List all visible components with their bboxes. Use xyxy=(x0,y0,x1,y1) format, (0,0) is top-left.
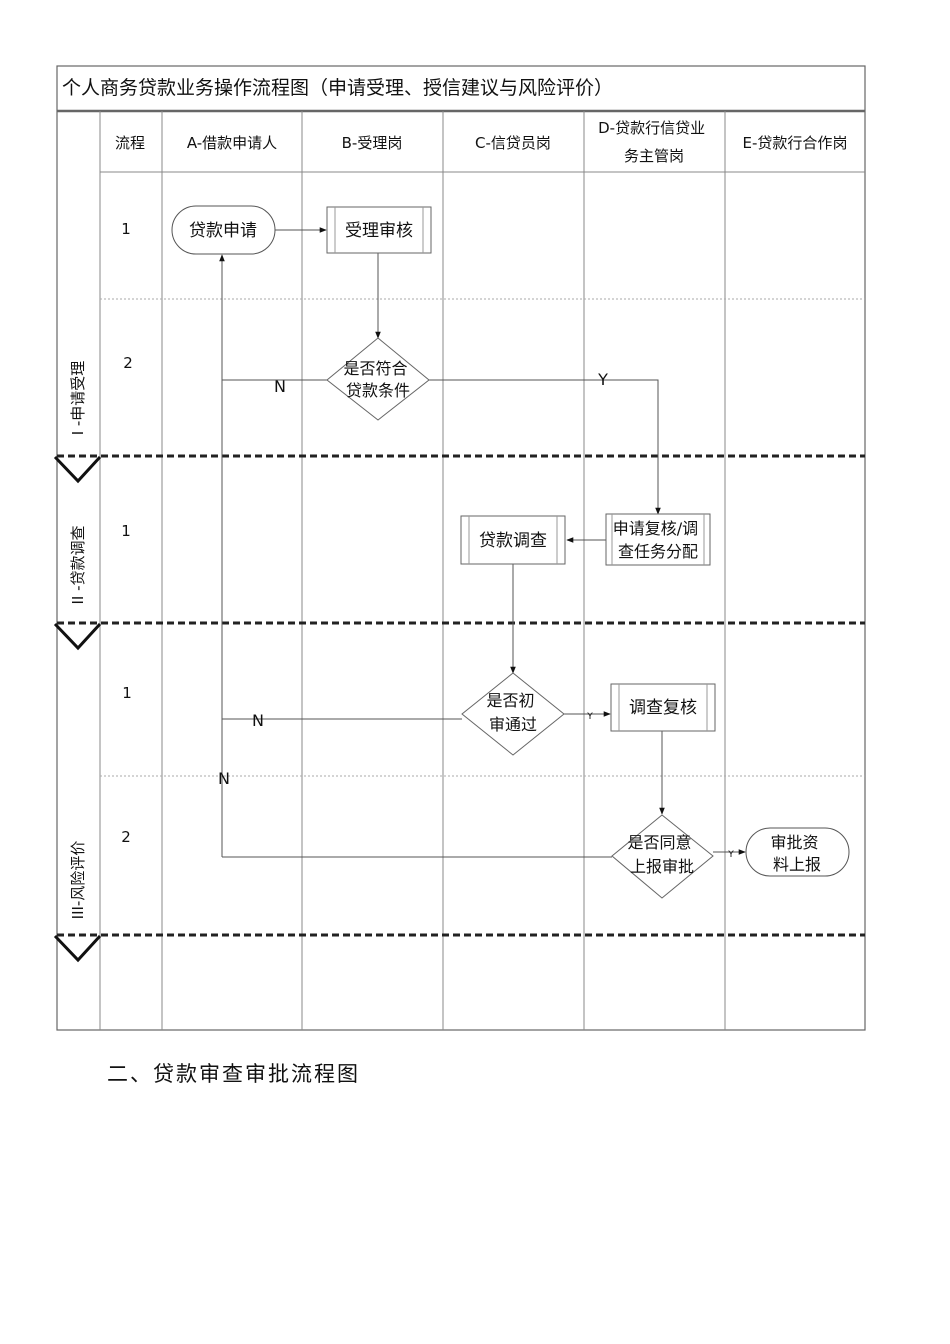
header-lane-c: C-信贷员岗 xyxy=(475,134,551,152)
step-number: 1 xyxy=(121,220,131,238)
svg-text:是否符合 贷款条件: 是否符合 贷款条件 xyxy=(343,359,412,400)
step-number: 2 xyxy=(121,828,131,846)
phase-label-1: I -申请受理 xyxy=(69,361,87,436)
header-lane-a: A-借款申请人 xyxy=(187,134,277,152)
phase-chevron xyxy=(53,455,102,484)
edge-label-y: Y xyxy=(727,850,734,860)
node-review-assign: 申请复核/调 查任务分配 xyxy=(605,513,711,566)
step-number: 1 xyxy=(121,522,131,540)
edge-label-n: N xyxy=(252,711,264,730)
edge-label-y: Y xyxy=(586,712,593,722)
table-frame xyxy=(56,65,866,1031)
header-step: 流程 xyxy=(115,134,145,152)
svg-text:审批资 料上报: 审批资 料上报 xyxy=(770,833,823,874)
edge-label-n: N xyxy=(274,377,286,396)
svg-text:受理审核: 受理审核 xyxy=(345,221,413,241)
header-lane-d: D-贷款行信贷业 务主管岗 xyxy=(598,119,710,165)
node-meets-conditions: 是否符合 贷款条件 xyxy=(326,337,430,421)
header-lane-b: B-受理岗 xyxy=(342,134,403,152)
svg-text:是否初 审通过: 是否初 审通过 xyxy=(486,691,539,734)
header-lane-e: E-贷款行合作岗 xyxy=(743,134,848,152)
phase-label-2: II -贷款调查 xyxy=(69,525,87,604)
svg-text:是否同意 上报审批: 是否同意 上报审批 xyxy=(627,833,696,876)
phase-chevron xyxy=(53,622,102,651)
node-apply: 贷款申请 xyxy=(171,205,276,255)
svg-text:贷款申请: 贷款申请 xyxy=(189,221,257,241)
node-accept-review: 受理审核 xyxy=(326,206,432,254)
node-investigation: 贷款调查 xyxy=(460,515,566,565)
svg-text:申请复核/调 查任务分配: 申请复核/调 查任务分配 xyxy=(613,519,704,561)
step-number: 2 xyxy=(123,354,133,372)
phase-chevron xyxy=(53,934,102,963)
diagram-title: 个人商务贷款业务操作流程图（申请受理、授信建议与风险评价） xyxy=(62,77,613,99)
node-agree-report: 是否同意 上报审批 xyxy=(611,814,714,899)
node-initial-pass: 是否初 审通过 xyxy=(461,672,565,756)
svg-text:调查复核: 调查复核 xyxy=(629,698,697,718)
edge-label-n: N xyxy=(218,769,230,788)
step-number: 1 xyxy=(122,684,132,702)
node-report-materials: 审批资 料上报 xyxy=(745,827,850,877)
section-caption: 二、贷款审查审批流程图 xyxy=(107,1062,360,1086)
phase-label-3: III-风险评价 xyxy=(69,841,87,920)
svg-text:贷款调查: 贷款调查 xyxy=(479,531,547,551)
node-investigation-review: 调查复核 xyxy=(610,683,716,732)
flowchart: 个人商务贷款业务操作流程图（申请受理、授信建议与风险评价） 流程 A-借款申请人… xyxy=(53,65,866,1031)
edge-label-y: Y xyxy=(597,370,608,389)
